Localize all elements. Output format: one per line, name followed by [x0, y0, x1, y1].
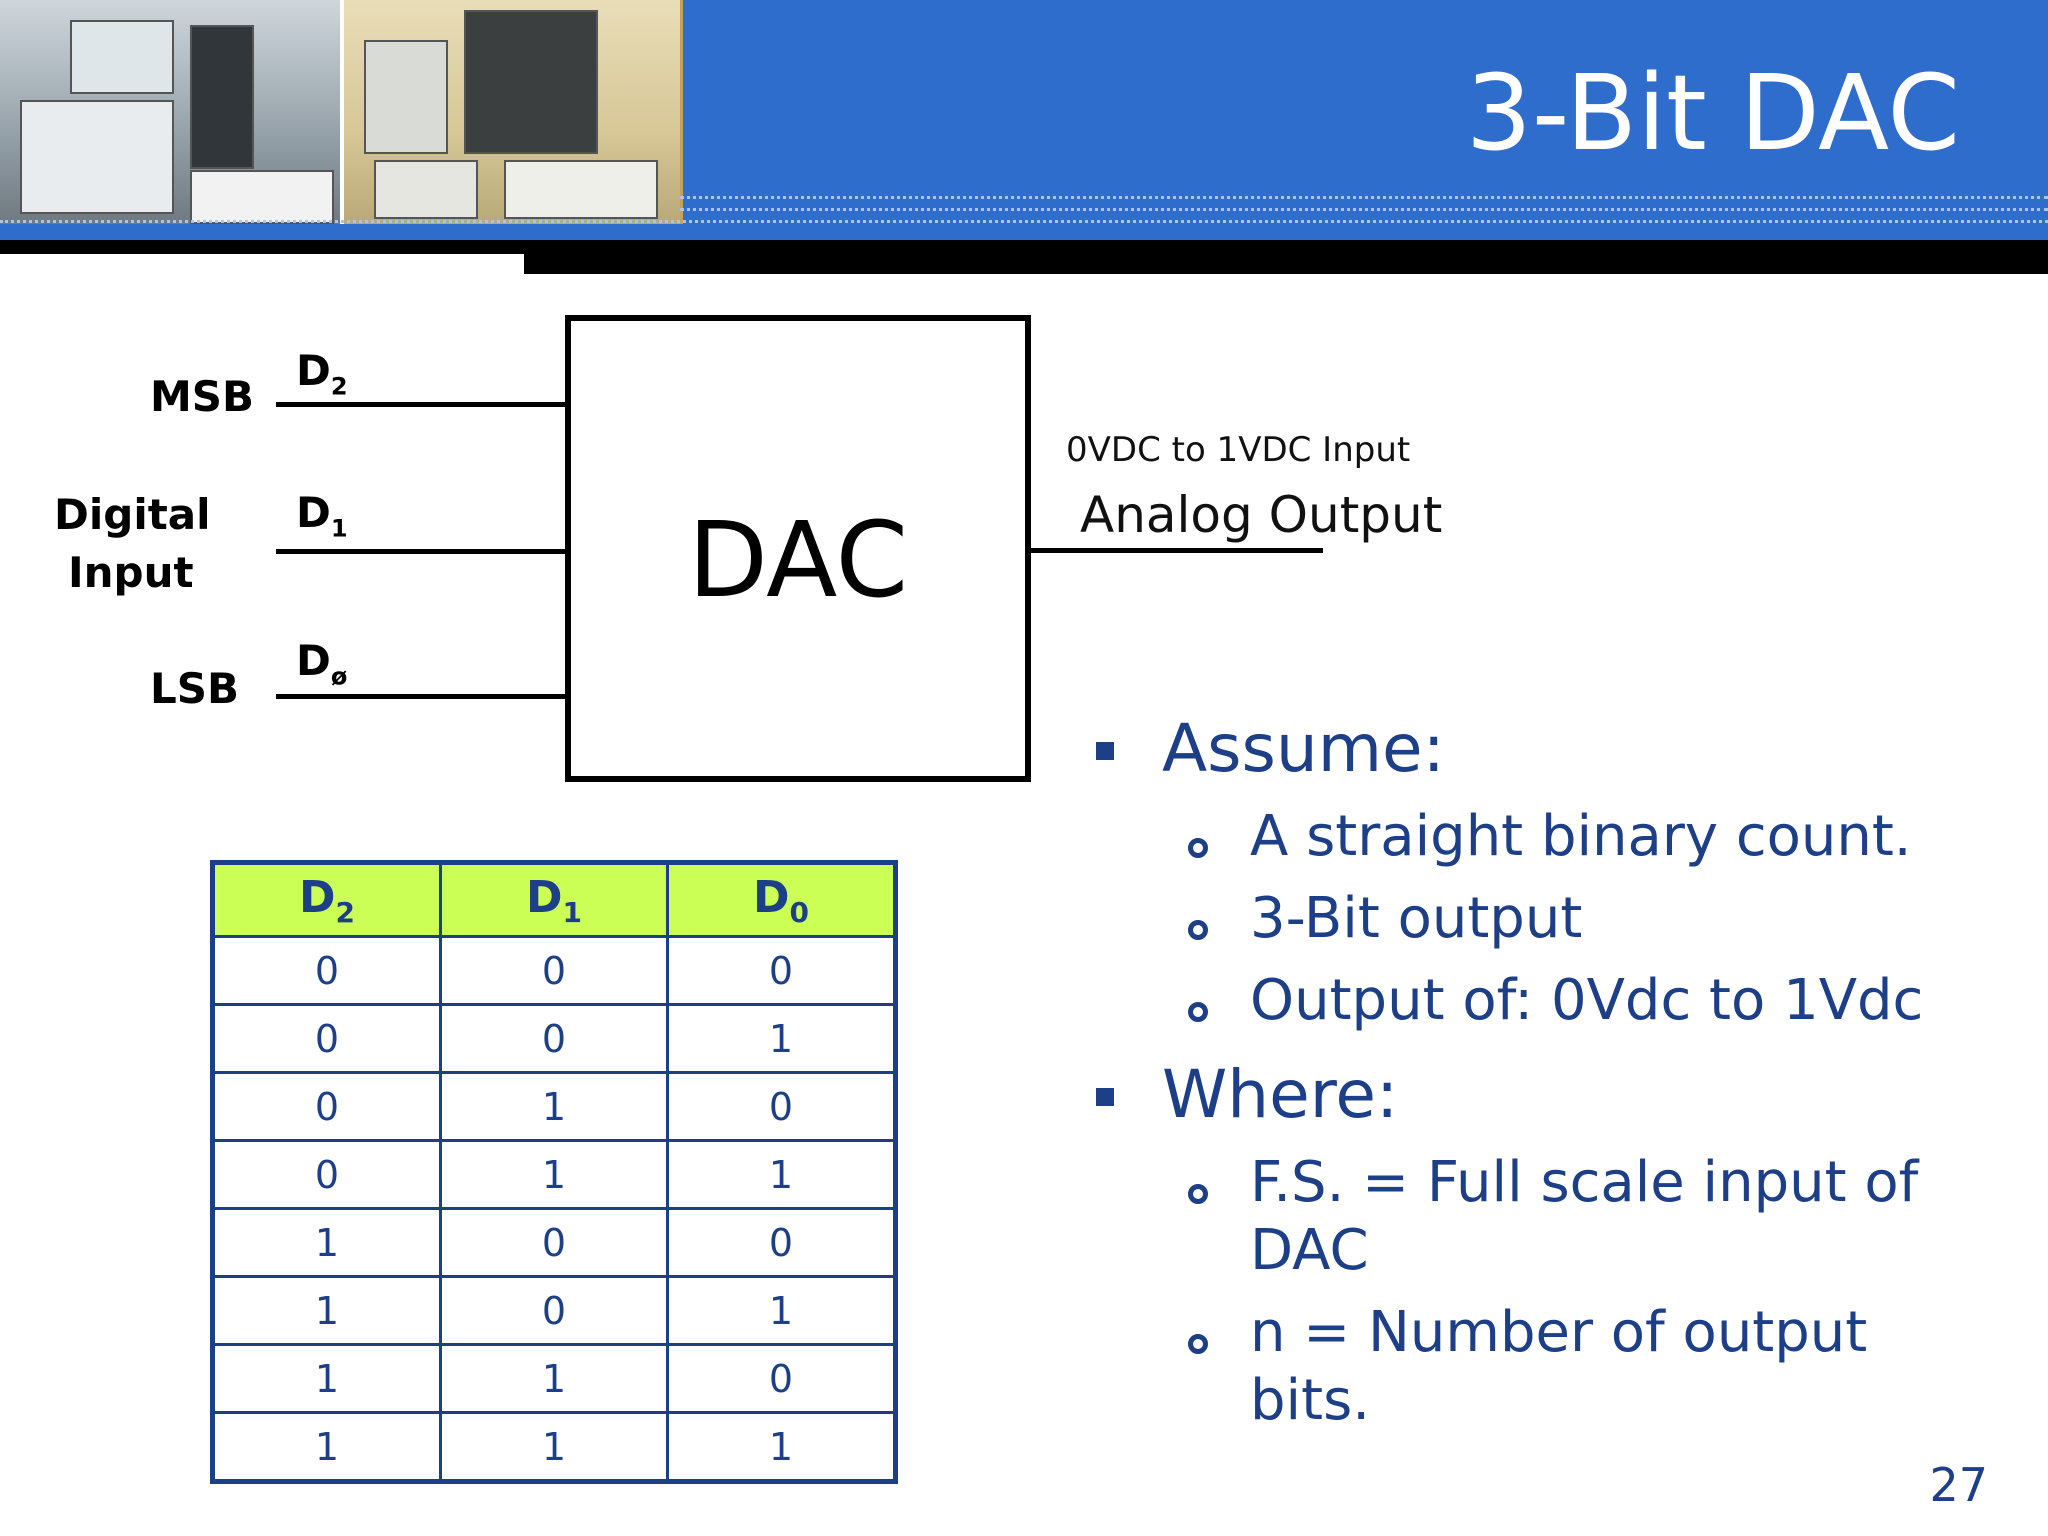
sub-bullet-line1: n = Number of output [1250, 1300, 1868, 1365]
column-header-d0: D0 [666, 861, 897, 938]
wire-d2 [276, 402, 568, 407]
circle-bullet-icon [1188, 920, 1208, 940]
bit-label-d2: D2 [296, 346, 348, 401]
table-cell: 1 [439, 1411, 669, 1483]
header-rule-step [524, 254, 2048, 274]
table-cell: 0 [666, 935, 897, 1006]
table-cell: 1 [666, 1003, 897, 1074]
table-cell: 0 [666, 1071, 897, 1142]
digital-input-label-line2: Input [68, 548, 194, 597]
table-cell: 0 [439, 1207, 669, 1278]
table-cell: 0 [666, 1343, 897, 1414]
slide-title: 3-Bit DAC [1465, 52, 1960, 174]
sub-bullet: Output of: 0Vdc to 1Vdc [1250, 968, 1924, 1033]
bit-label-d1: D1 [296, 488, 348, 543]
digital-input-label-line1: Digital [54, 490, 211, 539]
column-header-d1: D1 [439, 861, 669, 938]
lsb-label: LSB [150, 664, 240, 713]
sub-bullet-line1: F.S. = Full scale input of [1250, 1150, 1919, 1215]
module-graphic [190, 170, 334, 224]
table-cell: 1 [439, 1139, 669, 1210]
table-cell: 0 [211, 1139, 442, 1210]
bullet-assume: Assume: [1162, 710, 1445, 787]
circle-bullet-icon [1188, 838, 1208, 858]
rack-graphic [464, 10, 598, 154]
table-cell: 1 [666, 1139, 897, 1210]
header-dotted-line [680, 208, 2048, 211]
table-cell: 0 [211, 1071, 442, 1142]
sub-bullet-line2: DAC [1250, 1218, 1369, 1283]
table-cell: 1 [439, 1343, 669, 1414]
square-bullet-icon [1096, 742, 1114, 760]
table-cell: 1 [439, 1071, 669, 1142]
sub-bullet: 3-Bit output [1250, 886, 1583, 951]
table-header-row: D2 D1 D0 [211, 861, 897, 938]
table-cell: 0 [211, 935, 442, 1006]
module-graphic [504, 160, 658, 219]
table-cell: 1 [666, 1275, 897, 1346]
dac-block: DAC [565, 315, 1031, 782]
bit-label-d0: Dø [296, 636, 348, 691]
table-cell: 1 [666, 1411, 897, 1483]
table-cell: 0 [439, 1275, 669, 1346]
module-graphic [364, 40, 448, 154]
page-number: 27 [1929, 1458, 1988, 1512]
circle-bullet-icon [1188, 1334, 1208, 1354]
wire-output [1031, 548, 1323, 553]
plc-modules-photo [344, 0, 683, 224]
analog-output-label: Analog Output [1080, 486, 1443, 544]
controller-graphic [20, 100, 174, 214]
table-cell: 1 [211, 1275, 442, 1346]
header-rule [0, 240, 2048, 254]
table-cell: 1 [211, 1343, 442, 1414]
table-cell: 0 [666, 1207, 897, 1278]
circle-bullet-icon [1188, 1184, 1208, 1204]
table-cell: 1 [211, 1411, 442, 1483]
table-cell: 1 [211, 1207, 442, 1278]
sub-bullet-line2: bits. [1250, 1368, 1371, 1433]
table-cell: 0 [439, 935, 669, 1006]
dac-block-label: DAC [687, 499, 909, 621]
bullet-where: Where: [1162, 1056, 1399, 1133]
rack-graphic [190, 25, 254, 169]
controller-graphic [374, 160, 478, 219]
table-cell: 0 [439, 1003, 669, 1074]
header-dotted-line [0, 220, 2048, 223]
column-header-d2: D2 [211, 861, 442, 938]
msb-label: MSB [150, 372, 255, 421]
sub-bullet: A straight binary count. [1250, 804, 1912, 869]
circle-bullet-icon [1188, 1002, 1208, 1022]
square-bullet-icon [1096, 1088, 1114, 1106]
header-dotted-line [680, 196, 2048, 199]
plc-equipment-photo [0, 0, 344, 224]
table-cell: 0 [211, 1003, 442, 1074]
monitor-graphic [70, 20, 174, 94]
output-range-label: 0VDC to 1VDC Input [1066, 430, 1411, 470]
wire-d1 [276, 549, 568, 554]
wire-d0 [276, 694, 568, 699]
